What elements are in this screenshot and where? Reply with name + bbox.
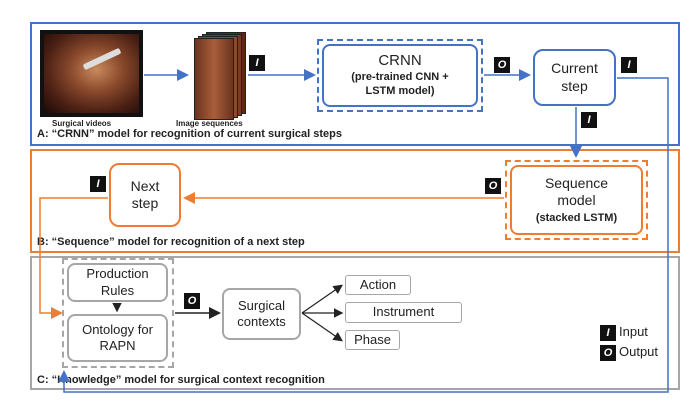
context-action-label: Action (359, 276, 397, 292)
sequence-caption: Image sequences (176, 119, 243, 128)
sequence-model-title: Sequence model (544, 174, 609, 209)
legend-output-label: Output (619, 344, 659, 359)
panel-b (30, 149, 680, 253)
output-badge: O (494, 57, 510, 73)
output-badge: O (485, 178, 501, 194)
context-instrument-label: Instrument (372, 304, 435, 320)
legend-input-badge: I (600, 325, 616, 341)
arrow-contexts-to-action (301, 284, 343, 314)
surgical-video-image (40, 30, 143, 117)
next-step-label: Next step (130, 177, 160, 212)
ontology-label: Ontology for RAPN (82, 321, 153, 353)
context-phase-label: Phase (354, 331, 391, 347)
sequence-model-dashed-frame (505, 160, 648, 240)
arrow-next-step-to-knowledge (39, 197, 108, 319)
current-step-box: Current step (533, 49, 616, 106)
current-step-label: Current step (551, 60, 598, 94)
crnn-model-box: CRNN (pre-trained CNN + LSTM model) (322, 44, 478, 107)
production-rules-label: Production Rules (86, 266, 149, 298)
context-action-box: Action (345, 275, 411, 295)
surgical-contexts-label: Surgical contexts (237, 297, 286, 329)
context-phase-box: Phase (345, 330, 400, 350)
input-badge: I (249, 55, 265, 71)
output-badge: O (184, 293, 200, 309)
video-caption: Surgical videos (52, 119, 112, 128)
panel-c (30, 256, 680, 390)
input-badge: I (621, 57, 637, 73)
sequence-model-subtitle: (stacked LSTM) (535, 211, 618, 224)
legend-input-label: Input (619, 324, 648, 339)
crnn-title: CRNN (378, 52, 422, 70)
panel-a-caption: A: “CRNN” model for recognition of curre… (37, 128, 342, 140)
arrow-current-to-knowledge (58, 77, 669, 393)
crnn-dashed-frame (317, 39, 483, 112)
sequence-model-box: Sequence model (stacked LSTM) (510, 165, 643, 235)
input-badge: I (581, 112, 597, 128)
production-rules-box: Production Rules (67, 263, 168, 302)
knowledge-dashed-frame (62, 258, 174, 368)
input-badge: I (90, 176, 106, 192)
legend-output-badge: O (600, 345, 616, 361)
surgical-contexts-box: Surgical contexts (222, 288, 301, 340)
panel-a (30, 22, 680, 146)
context-instrument-box: Instrument (345, 302, 462, 323)
ontology-box: Ontology for RAPN (67, 314, 168, 362)
crnn-subtitle: (pre-trained CNN + LSTM model) (351, 71, 449, 97)
image-sequence-stack (192, 32, 246, 120)
panel-c-caption: C: “Knowledge” model for surgical contex… (37, 374, 325, 386)
arrow-contexts-to-phase (301, 312, 343, 342)
panel-b-caption: B: “Sequence” model for recognition of a… (37, 236, 305, 248)
next-step-box: Next step (109, 163, 181, 227)
